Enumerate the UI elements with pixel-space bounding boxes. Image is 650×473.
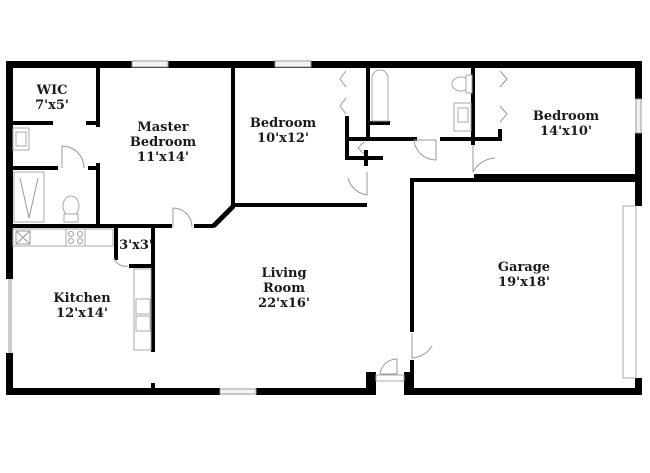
door-bath-1[interactable] bbox=[61, 145, 85, 169]
garage-door bbox=[622, 205, 637, 379]
bathtub-icon bbox=[13, 171, 45, 223]
fixtures bbox=[12, 69, 473, 351]
room-name-line1: Master bbox=[137, 120, 189, 135]
room-dims: 12'x14' bbox=[56, 306, 108, 321]
stove-icon bbox=[65, 228, 86, 247]
toilet-icon bbox=[62, 195, 80, 217]
room-label-bedroom-2: Bedroom 14'x10' bbox=[533, 109, 599, 139]
room-name-line1: Living bbox=[261, 266, 307, 281]
door-bedroom-2[interactable] bbox=[472, 145, 496, 173]
room-label-garage: Garage 19'x18' bbox=[498, 260, 550, 290]
bathtub-icon bbox=[371, 69, 389, 122]
room-label-bedroom-1: Bedroom 10'x12' bbox=[250, 116, 316, 146]
room-dims: 3'x3' bbox=[119, 238, 153, 253]
room-name: Bedroom bbox=[249, 116, 317, 131]
room-name-line2: Bedroom bbox=[129, 135, 197, 150]
room-label-living-room: Living Room 22'x16' bbox=[258, 266, 310, 311]
doors bbox=[61, 70, 508, 382]
door-garage[interactable] bbox=[411, 333, 433, 359]
room-dims: 10'x12' bbox=[257, 131, 309, 146]
window-living bbox=[219, 388, 257, 395]
room-name: Garage bbox=[497, 260, 551, 275]
room-dims: 11'x14' bbox=[137, 150, 189, 165]
room-name-line2: Room bbox=[263, 281, 305, 296]
room-name: Bedroom bbox=[532, 109, 600, 124]
sink-icon bbox=[135, 298, 151, 315]
window-bedroom-2 bbox=[635, 98, 642, 134]
door-master[interactable] bbox=[172, 207, 193, 228]
door-front[interactable] bbox=[379, 358, 398, 375]
door-closet[interactable] bbox=[113, 257, 129, 267]
interior-walls bbox=[6, 61, 642, 395]
room-dims: 7'x5' bbox=[35, 98, 69, 113]
room-dims: 22'x16' bbox=[258, 296, 310, 311]
room-dims: 19'x18' bbox=[498, 275, 550, 290]
room-name: WIC bbox=[36, 83, 68, 98]
window-bedroom-1 bbox=[274, 60, 312, 68]
window-master bbox=[131, 60, 169, 68]
door-bath-2[interactable] bbox=[413, 139, 437, 161]
room-label-wic: WIC 7'x5' bbox=[35, 83, 69, 113]
room-name: Kitchen bbox=[53, 291, 111, 306]
room-label-kitchen: Kitchen 12'x14' bbox=[53, 291, 110, 321]
room-dims: 14'x10' bbox=[540, 124, 592, 139]
room-label-master-bedroom: Master Bedroom 11'x14' bbox=[130, 120, 196, 165]
counter bbox=[12, 228, 114, 247]
windows bbox=[8, 60, 642, 395]
room-label-closet: 3'x3' bbox=[119, 238, 153, 253]
door-bedroom-1[interactable] bbox=[347, 172, 368, 196]
